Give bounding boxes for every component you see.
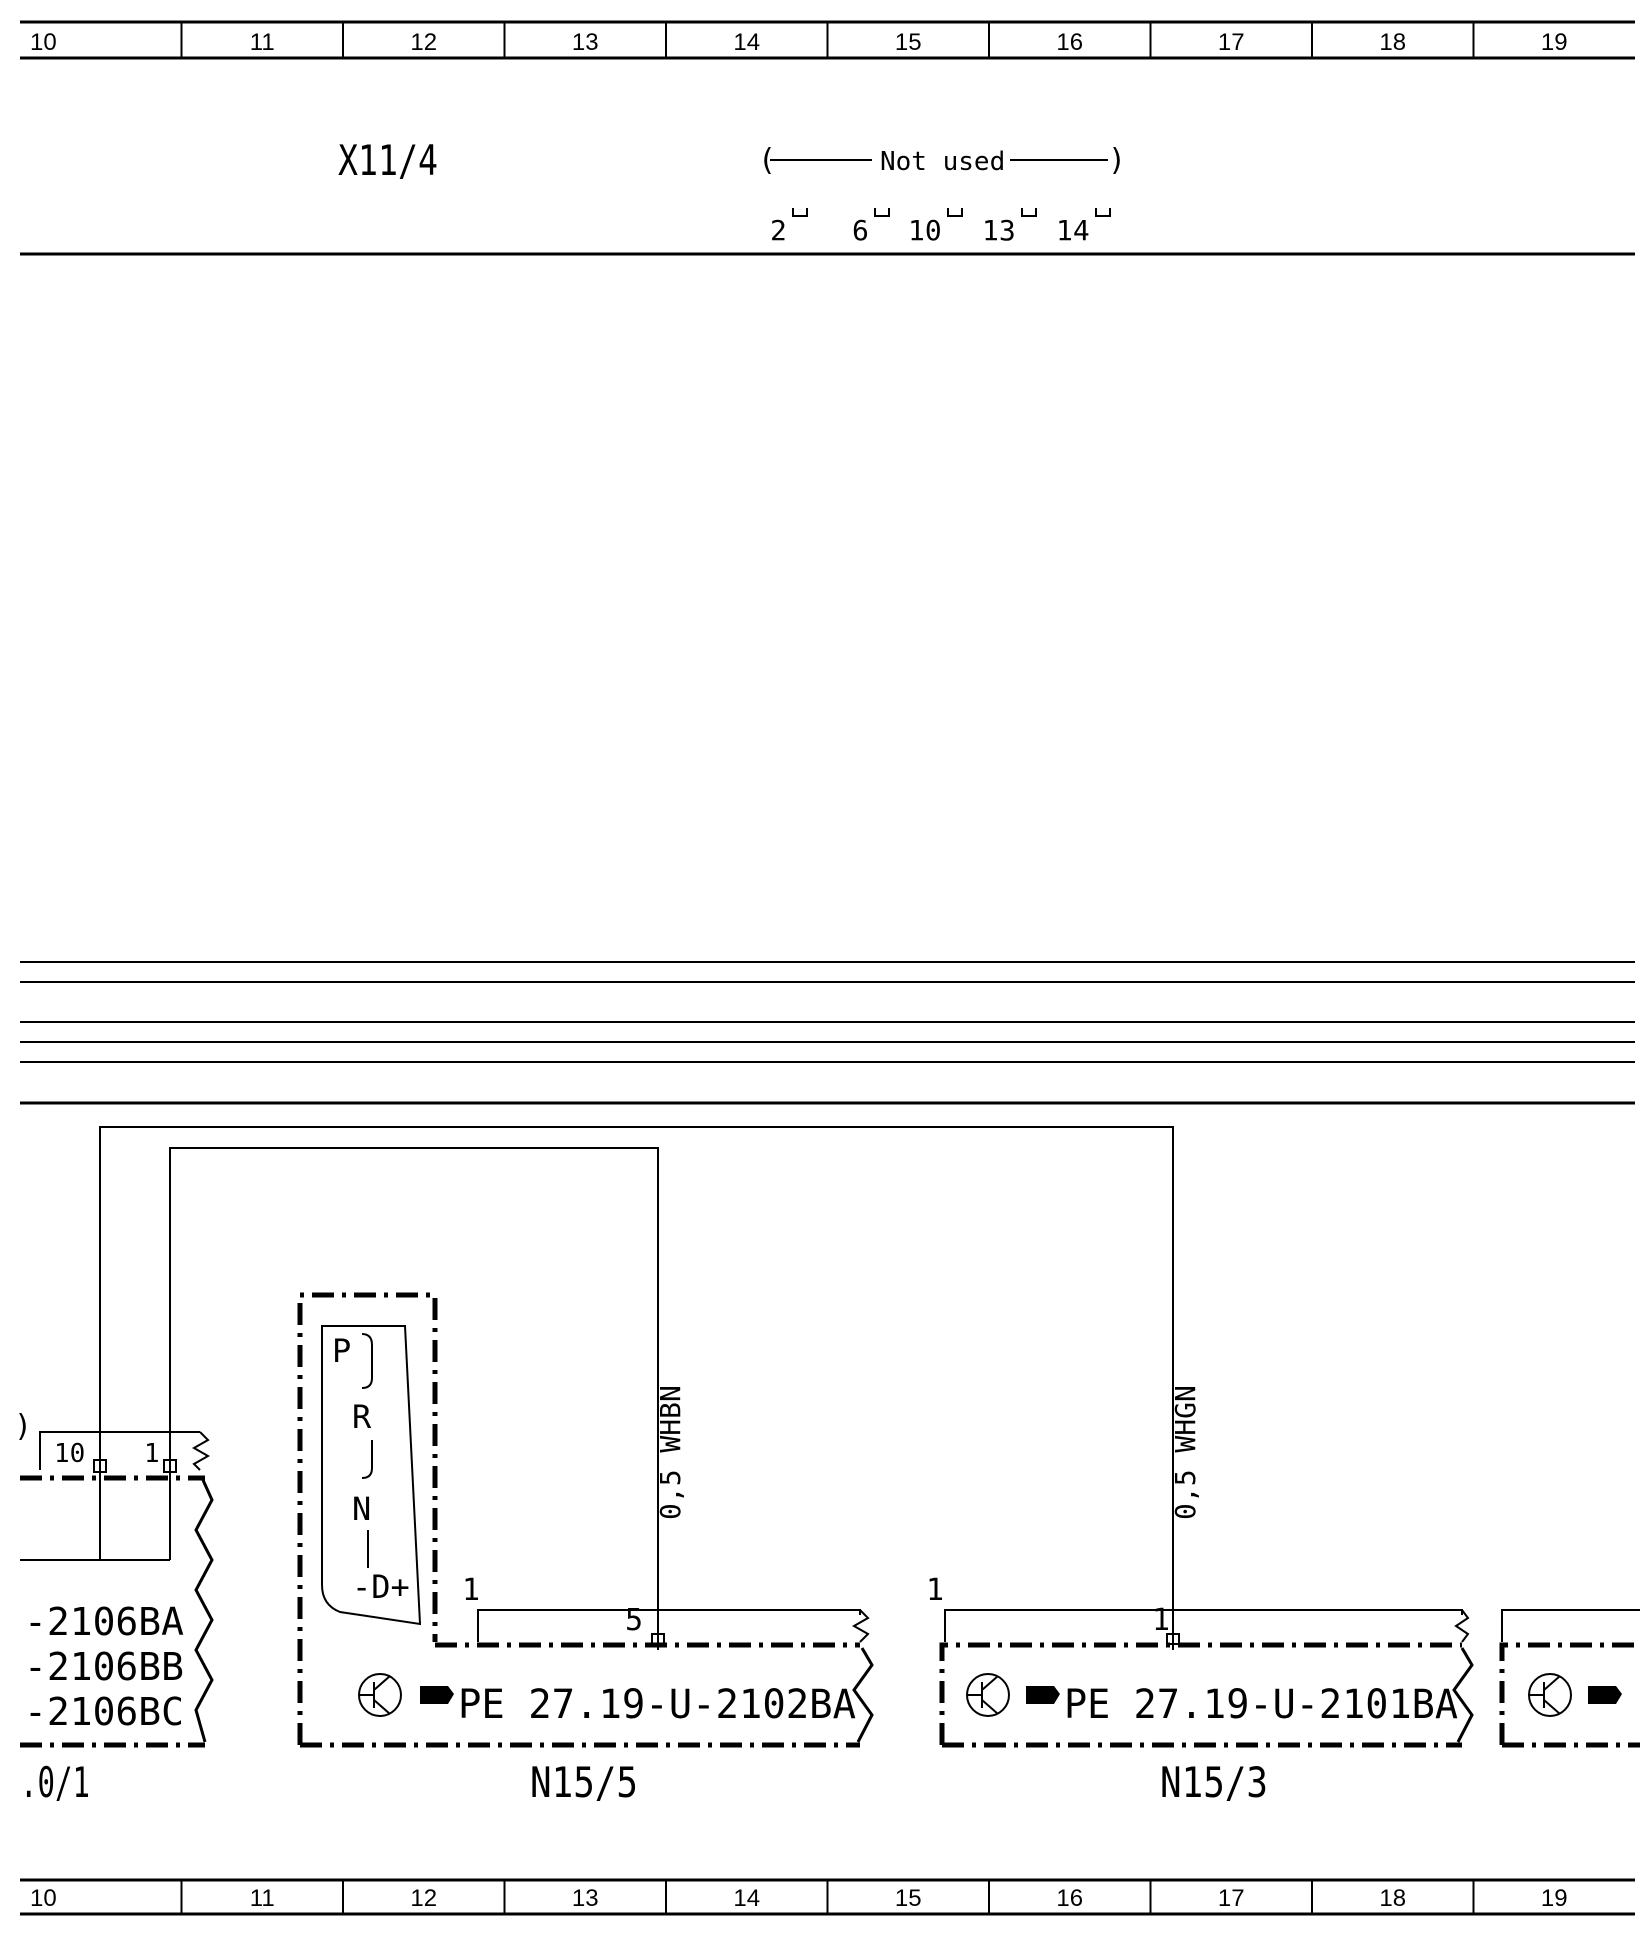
svg-text:0,5 WHGN: 0,5 WHGN (1169, 1385, 1202, 1520)
gear-selector: P R N -D+ (297, 1292, 438, 1745)
bus-lines (20, 961, 1635, 1105)
connector-pin: 14 (1056, 214, 1090, 247)
svg-text:(: ( (758, 143, 776, 178)
connector-pin: 10 (908, 214, 942, 247)
grid-column-label: 12 (410, 1885, 437, 1912)
gear-n: N (352, 1490, 371, 1528)
module-n15-5: 1 5 PE 27.19-U-2102BA N15/5 (300, 1573, 874, 1807)
n15-3-pin-wire: 1 (1152, 1603, 1170, 1638)
left-ref-3: -2106BC (24, 1690, 184, 1734)
pin-socket-mark (947, 208, 963, 217)
grid-column-label: 19 (1541, 29, 1568, 56)
right-partial-module (1499, 1609, 1640, 1748)
grid-column-label: 10 (30, 1885, 57, 1912)
n15-5-pin-left: 1 (462, 1573, 480, 1608)
wire-runs (20, 1126, 1174, 1650)
left-pin-b: 1 (144, 1439, 160, 1469)
left-ref-1: -2106BA (24, 1600, 184, 1644)
grid-column-label: 17 (1218, 29, 1245, 56)
n15-3-label: N15/3 (1160, 1758, 1268, 1807)
left-module-label: .0/1 (20, 1758, 90, 1807)
pin-socket-mark (792, 208, 808, 217)
not-used-label: Not used (880, 147, 1005, 177)
grid-column-label: 14 (733, 29, 760, 56)
left-ref-2: -2106BB (24, 1645, 184, 1689)
top-grid: 10 11 12 13 14 15 16 17 18 19 (20, 20, 1635, 60)
connector-pin: 6 (852, 214, 869, 247)
n15-5-pin-wire: 5 (625, 1603, 643, 1638)
svg-text:): ) (14, 1409, 32, 1444)
wire-label-whbn: 0,5 WHBN (654, 1385, 687, 1520)
grid-column-label: 13 (572, 1885, 599, 1912)
pin-socket-mark (874, 208, 890, 217)
grid-column-label: 15 (895, 29, 922, 56)
gear-p: P (332, 1332, 351, 1370)
bottom-grid: 10 11 12 13 14 15 16 17 18 19 (20, 1878, 1635, 1916)
grid-column-label: 19 (1541, 1885, 1568, 1912)
grid-column-label: 10 (30, 29, 57, 56)
grid-column-label: 16 (1056, 29, 1083, 56)
connector-pin: 2 (770, 214, 787, 247)
svg-text:0,5 WHBN: 0,5 WHBN (654, 1385, 687, 1520)
gear-d: -D+ (352, 1568, 410, 1606)
connector-pin: 13 (982, 214, 1016, 247)
left-module: ) 10 1 -2106BA -2106BB -2106BC .0/1 (14, 1409, 214, 1807)
grid-column-label: 11 (250, 29, 275, 56)
svg-text:): ) (1108, 143, 1126, 178)
grid-column-label: 16 (1056, 1885, 1083, 1912)
left-pin-a: 10 (54, 1439, 85, 1469)
grid-column-label: 15 (895, 1885, 922, 1912)
module-n15-3: 1 1 PE 27.19-U-2101BA N15/3 (926, 1573, 1474, 1807)
grid-column-label: 14 (733, 1885, 760, 1912)
pin-socket-mark (1095, 208, 1111, 217)
grid-column-label: 11 (250, 1885, 275, 1912)
grid-column-label: 17 (1218, 1885, 1245, 1912)
connector-label: X11/4 (338, 136, 438, 185)
wire-label-whgn: 0,5 WHGN (1169, 1385, 1202, 1520)
connector-section: X11/4 ( Not used ) 2 6 10 13 14 (20, 136, 1635, 256)
grid-column-label: 12 (410, 29, 437, 56)
pin-socket-mark (1021, 208, 1037, 217)
n15-5-ref: PE 27.19-U-2102BA (458, 1682, 856, 1728)
grid-column-label: 18 (1379, 1885, 1406, 1912)
n15-3-ref: PE 27.19-U-2101BA (1064, 1682, 1458, 1728)
n15-5-label: N15/5 (530, 1758, 638, 1807)
grid-column-label: 13 (572, 29, 599, 56)
gear-r: R (352, 1398, 372, 1436)
n15-3-pin-left: 1 (926, 1573, 944, 1608)
grid-column-label: 18 (1379, 29, 1406, 56)
